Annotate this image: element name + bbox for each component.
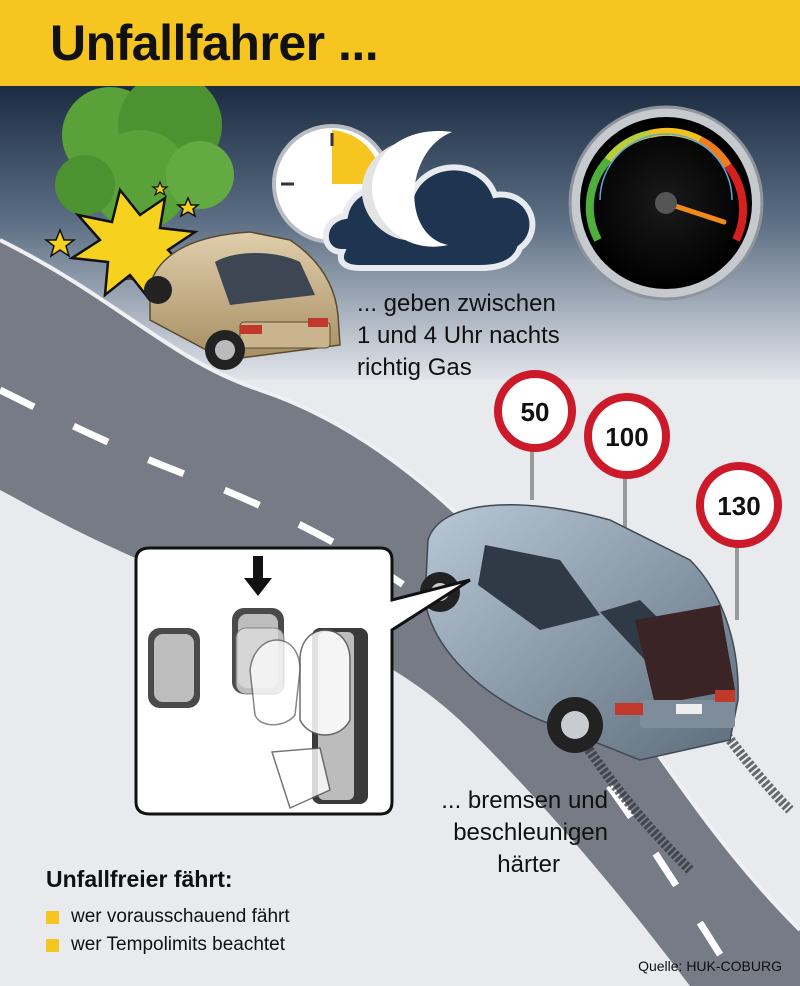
- legend-title: Unfallfreier fährt:: [46, 866, 233, 892]
- page-title: Unfallfahrer ...: [50, 15, 379, 71]
- source-credit: Quelle: HUK-COBURG: [638, 958, 782, 974]
- pedals-icon: [148, 608, 368, 810]
- gas-caption-line: ... geben zwischen: [357, 290, 556, 317]
- speed-sign-50: [494, 370, 576, 500]
- moon-icon: [361, 131, 452, 247]
- gas-caption-line: richtig Gas: [357, 354, 472, 381]
- brake-caption: ... bremsen und beschleunigen härter: [408, 785, 608, 881]
- brake-caption-line: beschleunigen: [453, 819, 608, 846]
- legend-item: wer vorausschauend fährt: [46, 906, 290, 928]
- gas-caption-line: 1 und 4 Uhr nachts: [357, 322, 560, 349]
- header-bar: Unfallfahrer ...: [0, 0, 800, 86]
- lane-markings: [0, 386, 743, 986]
- bullet-icon: [46, 938, 59, 952]
- legend-item: wer Tempolimits beachtet: [46, 934, 285, 956]
- crashed-car: [144, 231, 341, 370]
- arrow-down-icon: [244, 556, 272, 596]
- speed-sign-130-label: 130: [717, 491, 760, 521]
- speed-sign-50-label: 50: [521, 397, 550, 427]
- pedals-callout: [134, 546, 471, 816]
- speed-sign-100: [584, 393, 670, 540]
- speed-sign-130: [696, 462, 782, 620]
- driving-car: [420, 503, 739, 761]
- legend-item-label: wer Tempolimits beachtet: [71, 934, 286, 955]
- legend-item-label: wer vorausschauend fährt: [71, 906, 290, 927]
- brake-caption-line: ... bremsen und: [441, 787, 608, 814]
- illustration: 50 100 130: [0, 86, 800, 986]
- speed-sign-100-label: 100: [605, 422, 648, 452]
- gas-caption: ... geben zwischen 1 und 4 Uhr nachts ri…: [357, 288, 560, 384]
- brake-caption-line: härter: [497, 851, 560, 878]
- bullet-icon: [46, 910, 59, 924]
- speedometer-icon: [568, 105, 764, 301]
